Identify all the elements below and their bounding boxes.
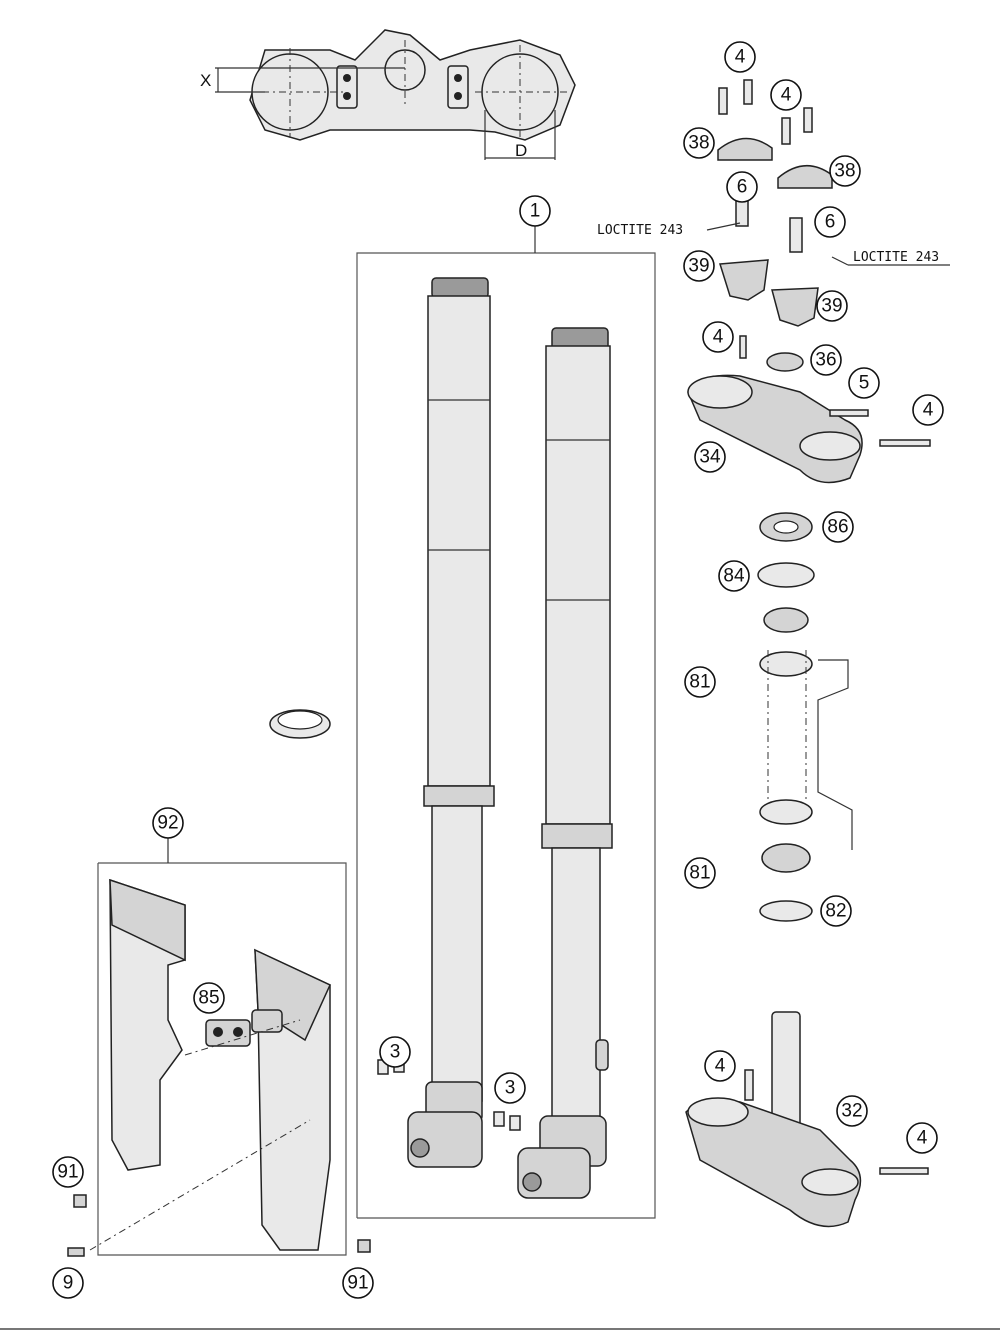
callout-3a-label: 3 [390, 1042, 401, 1063]
callout-85: 85 [193, 982, 225, 1014]
callout-4a: 4 [724, 41, 756, 73]
handlebar-clamp-upper [717, 137, 833, 189]
callout-1-label: 1 [530, 201, 541, 222]
callout-81a-label: 81 [689, 672, 710, 693]
callout-4f: 4 [906, 1122, 938, 1154]
callout-39b: 39 [816, 290, 848, 322]
callout-85-label: 85 [198, 988, 219, 1009]
fork-leg-left [407, 277, 495, 1168]
callout-38a: 38 [683, 127, 715, 159]
loctite-note-right: LOCTITE 243 [853, 250, 939, 265]
callout-39a-label: 39 [688, 256, 709, 277]
callout-91a-label: 91 [57, 1162, 78, 1183]
fork-guard-frame [97, 838, 347, 1256]
steering-bearing-stack [757, 512, 853, 922]
dimension-d-label: D [515, 141, 527, 160]
callout-38a-label: 38 [688, 133, 709, 154]
handlebar-screws [718, 79, 813, 253]
callout-4c-label: 4 [713, 327, 724, 348]
callout-6b-label: 6 [825, 212, 836, 233]
callout-92-label: 92 [157, 813, 178, 834]
guard-bracket-part [205, 1019, 251, 1047]
callout-1: 1 [519, 195, 551, 227]
callout-4a-label: 4 [735, 47, 746, 68]
callout-6b: 6 [814, 206, 846, 238]
callout-38b: 38 [829, 155, 861, 187]
fork-guard-left [109, 878, 186, 1171]
callout-3b-label: 3 [505, 1078, 516, 1099]
callout-4d-label: 4 [923, 400, 934, 421]
callout-3b: 3 [494, 1072, 526, 1104]
callout-5-label: 5 [859, 373, 870, 394]
callout-4b: 4 [770, 79, 802, 111]
callout-4d: 4 [912, 394, 944, 426]
callout-84: 84 [718, 560, 750, 592]
callout-92: 92 [152, 807, 184, 839]
callout-4b-label: 4 [781, 85, 792, 106]
callout-86: 86 [822, 511, 854, 543]
callout-84-label: 84 [723, 566, 745, 587]
callout-86-label: 86 [827, 517, 848, 538]
fork-assembly-frame [356, 225, 656, 1219]
dimension-x-label: X [200, 71, 211, 90]
callout-5: 5 [848, 367, 880, 399]
callout-9-label: 9 [63, 1273, 74, 1294]
callout-3a: 3 [379, 1036, 411, 1068]
callout-81a: 81 [684, 666, 716, 698]
callout-81b-label: 81 [689, 863, 710, 884]
handlebar-clamp-lower [719, 259, 819, 327]
callout-82-label: 82 [825, 901, 846, 922]
callout-81b: 81 [684, 857, 716, 889]
callout-36-label: 36 [815, 350, 836, 371]
lower-triple-clamp [685, 1011, 929, 1228]
callout-36: 36 [810, 344, 842, 376]
callout-34: 34 [694, 441, 726, 473]
callout-34-label: 34 [699, 447, 721, 468]
callout-91a: 91 [52, 1156, 84, 1188]
callout-4f-label: 4 [917, 1128, 928, 1149]
triple-clamp-dimension-drawing: X D [200, 29, 576, 160]
callout-82: 82 [820, 895, 852, 927]
loctite-note-left: LOCTITE 243 [597, 223, 683, 238]
callout-4e: 4 [704, 1050, 736, 1082]
upper-triple-clamp [687, 335, 931, 484]
callout-9: 9 [52, 1267, 84, 1299]
callout-32-label: 32 [841, 1101, 862, 1122]
loose-ring-part [269, 709, 331, 739]
callout-91b-label: 91 [347, 1273, 368, 1294]
callout-91b: 91 [342, 1267, 374, 1299]
fork-leg-right [517, 327, 613, 1199]
callout-4c: 4 [702, 321, 734, 353]
callout-6a: 6 [726, 171, 758, 203]
callout-32: 32 [836, 1095, 868, 1127]
callout-4e-label: 4 [715, 1056, 726, 1077]
callout-39a: 39 [683, 250, 715, 282]
fork-guard-right [251, 948, 331, 1251]
callout-38b-label: 38 [834, 161, 855, 182]
callout-6a-label: 6 [737, 177, 748, 198]
callout-39b-label: 39 [821, 296, 842, 317]
